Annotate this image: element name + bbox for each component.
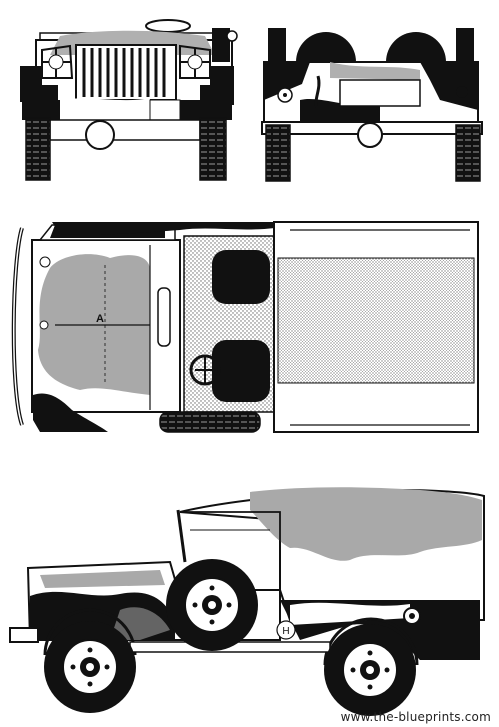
spare-wheel xyxy=(166,559,258,651)
top-marking: A xyxy=(96,313,104,325)
rear-wheel xyxy=(324,624,416,716)
top-view: A xyxy=(11,221,479,433)
side-marking: H xyxy=(282,626,289,637)
front-wheel xyxy=(44,621,136,713)
watermark: www.the-blueprints.com xyxy=(340,710,491,724)
rear-view xyxy=(261,28,483,182)
front-view xyxy=(20,19,238,181)
side-view: H xyxy=(9,487,485,716)
